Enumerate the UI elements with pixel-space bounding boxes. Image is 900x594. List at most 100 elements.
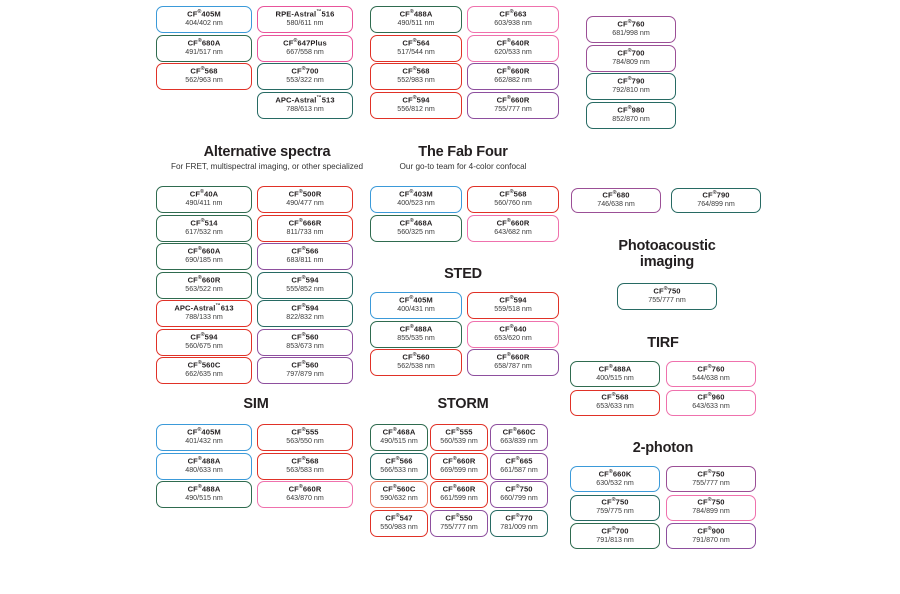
dye-name: CF®403M: [399, 189, 433, 199]
dye-name: APC-Astral™613: [174, 303, 234, 313]
dye-spectra: 400/515 nm: [596, 373, 634, 382]
dye-spectra: 563/583 nm: [286, 465, 324, 474]
dye-name: APC-Astral™513: [275, 94, 335, 105]
dye-name: CF®700: [291, 66, 319, 76]
dye-name: CF®594: [402, 94, 430, 105]
dye-spectra: 755/777 nm: [692, 478, 730, 487]
dye-spectra: 788/133 nm: [185, 313, 223, 322]
dye-name: CF®594: [499, 295, 527, 305]
dye-spectra: 560/675 nm: [185, 341, 223, 350]
dye-name: CF®566: [291, 246, 319, 256]
dye-spectra: 643/682 nm: [494, 227, 532, 236]
dye-spectra: 550/983 nm: [380, 522, 418, 531]
dye-name: CF®700: [601, 525, 629, 536]
dye-name: CF®568: [601, 392, 629, 402]
dye-spectra: 755/777 nm: [494, 104, 532, 113]
dye-name: CF®488A: [187, 484, 221, 494]
dye-name: CF®770: [505, 512, 533, 523]
dye-name: CF®594: [190, 331, 218, 342]
dye-name: CF®750: [653, 286, 681, 296]
dye-spectra: 560/325 nm: [397, 227, 435, 236]
dye-spectra: 661/587 nm: [500, 465, 538, 474]
dye-spectra: 791/870 nm: [692, 535, 730, 544]
dye-name: CF®660R: [496, 94, 530, 105]
